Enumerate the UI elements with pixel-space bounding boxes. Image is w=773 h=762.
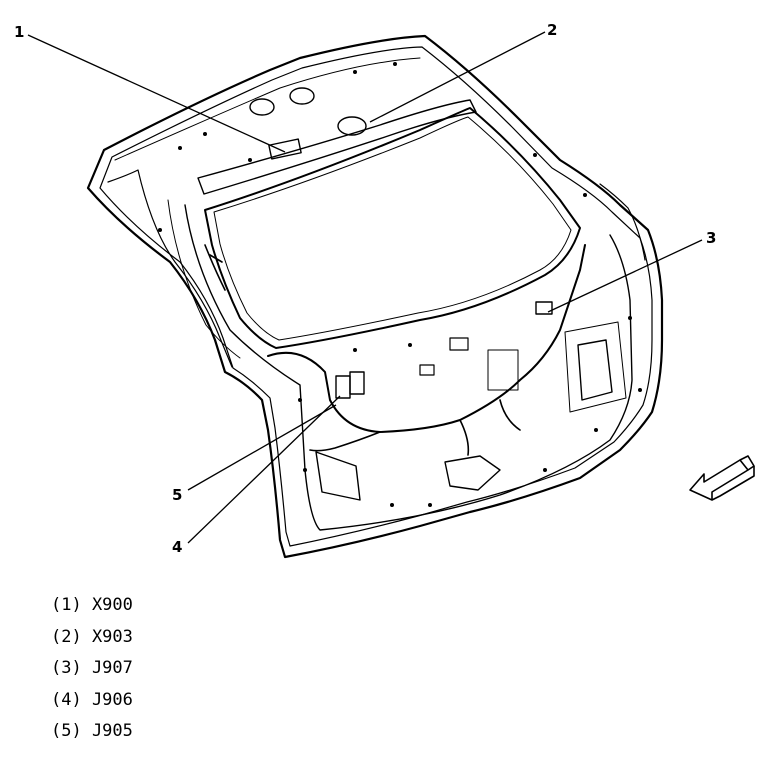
- inner-frame: [184, 204, 633, 531]
- right-edge-band: [599, 183, 646, 261]
- legend-item-1: (1) X900: [51, 595, 133, 615]
- connector-j907-body: [535, 301, 553, 315]
- legend-item-3: (3) J907: [51, 658, 133, 678]
- header-strip: [197, 99, 477, 195]
- legend-item-2: (2) X903: [51, 626, 133, 647]
- stop-lamp-recess-right: [289, 87, 315, 105]
- connector-j905-body: [335, 375, 351, 399]
- lower-center-cutout: [444, 455, 501, 491]
- leader-line-3: [547, 239, 703, 313]
- inner-frame-2: [167, 199, 241, 359]
- callout-5: 5: [172, 486, 182, 504]
- glass-opening-inner: [213, 116, 572, 341]
- wiring-harness: [267, 244, 586, 433]
- liftgate-diagram: 1 2 3 5 4: [14, 21, 755, 559]
- connector-mid-3: [487, 349, 519, 391]
- top-trim-line: [114, 57, 421, 161]
- leader-lines: [27, 31, 703, 544]
- arrow-icon: [689, 455, 755, 501]
- left-edge-band: [107, 169, 233, 368]
- connector-mid-1: [449, 337, 469, 351]
- leader-line-2: [369, 31, 546, 123]
- leader-line-5: [187, 404, 337, 491]
- lower-left-cutout: [315, 451, 361, 501]
- callout-legend: (1) X900 (2) X903 (3) J907 (4) J906 (5) …: [51, 590, 133, 748]
- lower-right-cutout: [577, 339, 613, 401]
- callout-1: 1: [14, 23, 24, 41]
- legend-item-4: (4) J906: [51, 689, 133, 710]
- wiring-harness-branch: [309, 399, 521, 456]
- connector-j906-body: [349, 371, 365, 395]
- liftgate-outer-outline-inner: [99, 46, 653, 547]
- mounting-holes: [158, 62, 642, 507]
- connector-x900-body: [268, 138, 302, 160]
- glass-opening: [204, 107, 581, 349]
- leader-line-1: [27, 34, 286, 153]
- callout-4: 4: [172, 538, 182, 556]
- wiring-harness-left: [204, 244, 226, 291]
- connector-mid-2: [419, 364, 435, 376]
- stop-lamp-recess-left: [249, 98, 275, 116]
- lower-right-panel: [564, 321, 627, 413]
- leader-line-4: [187, 395, 341, 544]
- connector-x903-body: [337, 116, 367, 136]
- liftgate-outer-outline: [86, 34, 664, 559]
- legend-item-5: (5) J905: [51, 721, 133, 741]
- callout-3: 3: [706, 229, 716, 247]
- callout-2: 2: [547, 21, 557, 39]
